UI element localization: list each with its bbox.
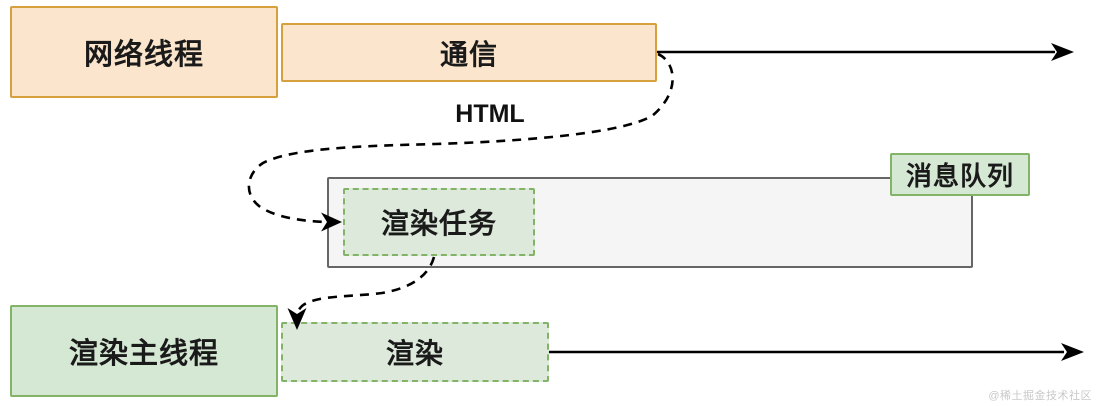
render-main-thread-box: 渲染主线程 <box>10 305 278 397</box>
render-box: 渲染 <box>281 322 549 382</box>
message-queue-label: 消息队列 <box>905 161 1014 191</box>
html-annotation: HTML <box>455 99 525 128</box>
render-main-thread-label: 渲染主线程 <box>68 338 219 370</box>
message-queue-tag: 消息队列 <box>890 153 1030 196</box>
render-timeline-arrow <box>549 343 1084 361</box>
network-thread-box: 网络线程 <box>10 6 278 98</box>
render-label: 渲染 <box>385 338 444 369</box>
network-timeline-arrow <box>657 43 1074 61</box>
render-task-label: 渲染任务 <box>380 208 497 239</box>
network-thread-label: 网络线程 <box>83 39 204 71</box>
render-task-box: 渲染任务 <box>343 188 535 256</box>
communication-label: 通信 <box>439 38 498 70</box>
watermark: @稀土掘金技术社区 <box>988 390 1092 402</box>
communication-box: 通信 <box>281 23 657 82</box>
